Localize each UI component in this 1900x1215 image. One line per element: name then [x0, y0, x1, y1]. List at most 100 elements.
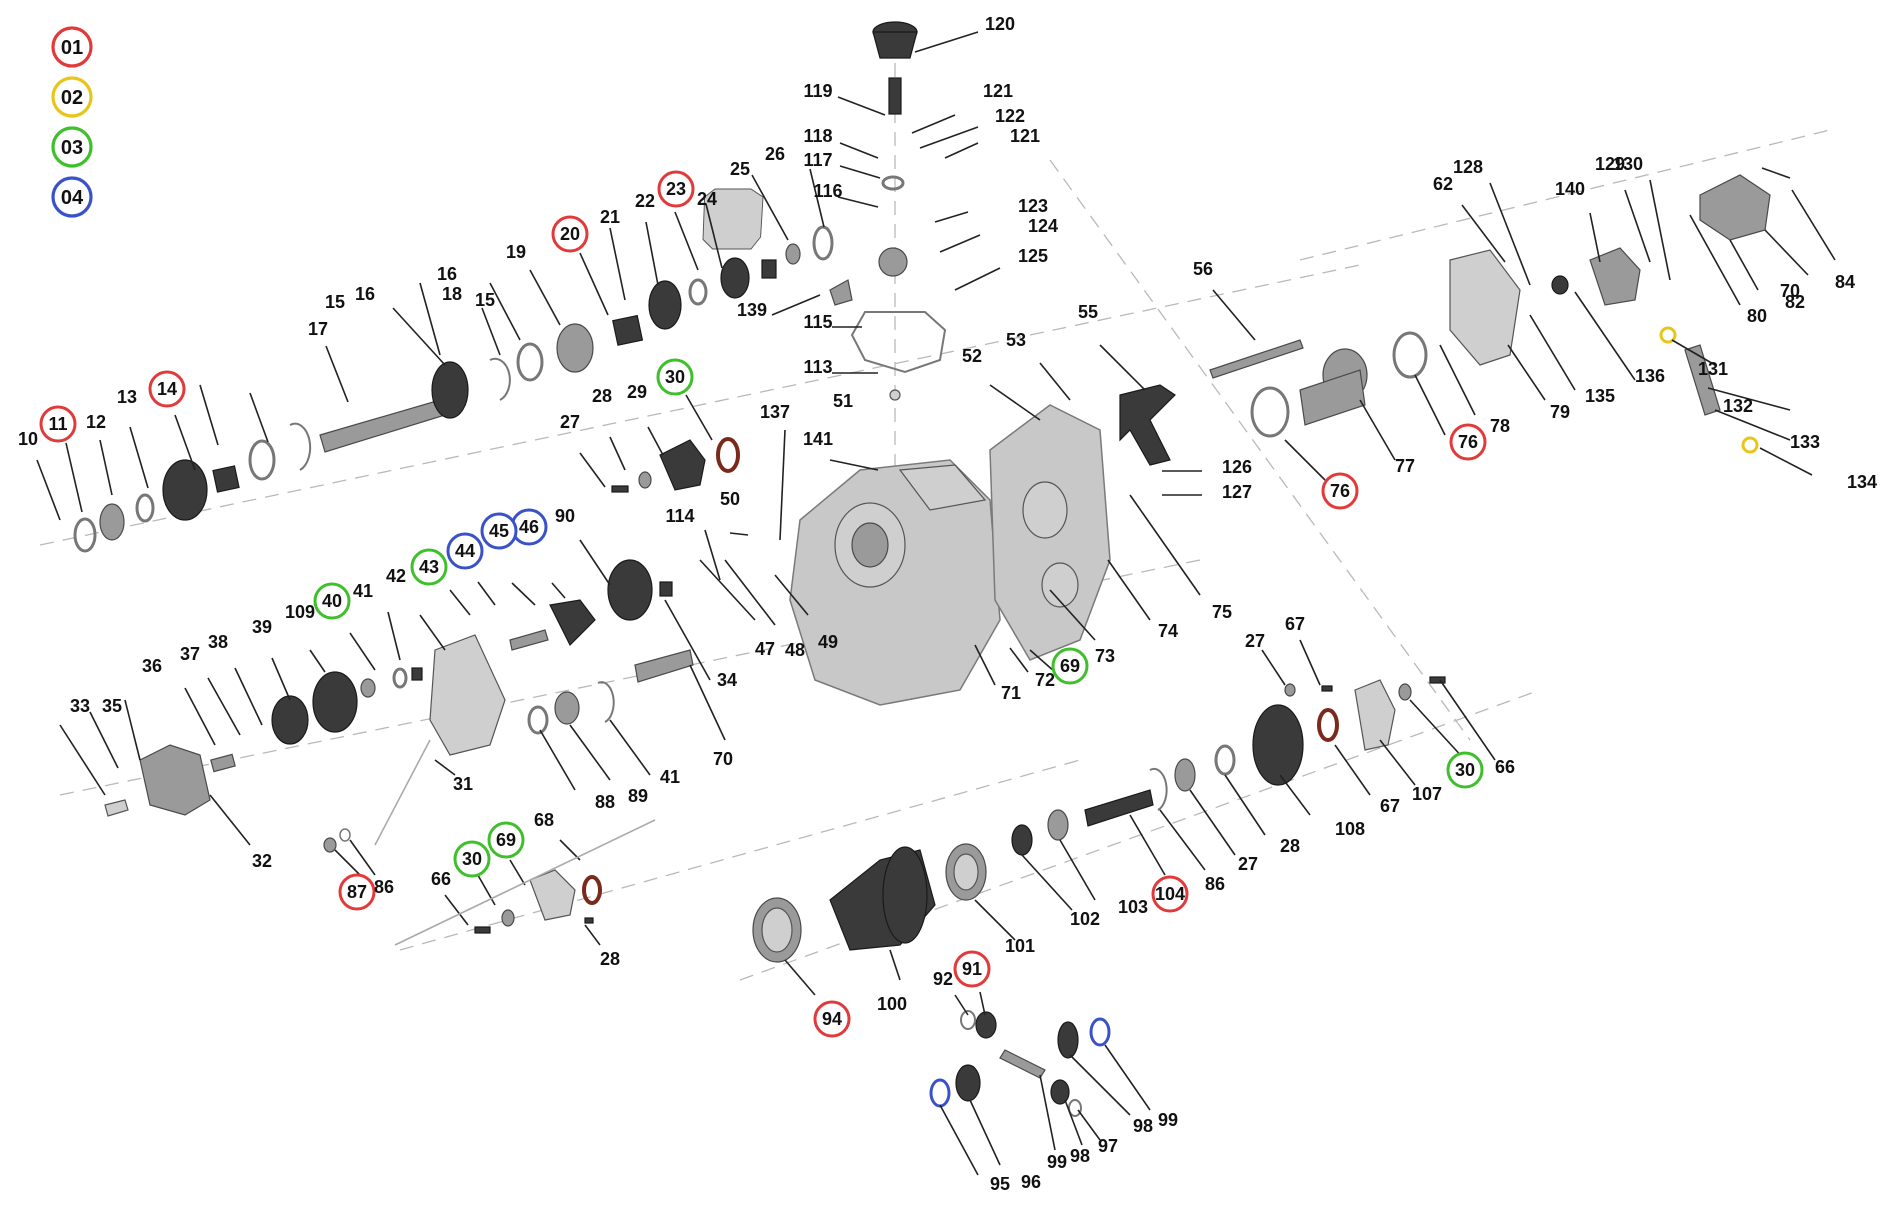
callout-124[interactable]: 124 [1028, 216, 1058, 236]
callout-27[interactable]: 27 [1245, 631, 1265, 651]
callout-135[interactable]: 135 [1585, 386, 1615, 406]
callout-19[interactable]: 19 [506, 242, 526, 262]
callout-107[interactable]: 107 [1412, 784, 1442, 804]
callout-42[interactable]: 42 [386, 566, 406, 586]
callout-123[interactable]: 123 [1018, 196, 1048, 216]
callout-102[interactable]: 102 [1070, 909, 1100, 929]
callout-88[interactable]: 88 [595, 792, 615, 812]
callout-134[interactable]: 134 [1847, 472, 1877, 492]
callout-37[interactable]: 37 [180, 644, 200, 664]
callout-139[interactable]: 139 [737, 300, 767, 320]
callout-55[interactable]: 55 [1078, 302, 1098, 322]
callout-76[interactable]: 76 [1458, 432, 1478, 452]
callout-90[interactable]: 90 [555, 506, 575, 526]
callout-82[interactable]: 82 [1785, 292, 1805, 312]
callout-140[interactable]: 140 [1555, 179, 1585, 199]
callout-87[interactable]: 87 [347, 882, 367, 902]
callout-35[interactable]: 35 [102, 696, 122, 716]
callout-74[interactable]: 74 [1158, 621, 1178, 641]
callout-15[interactable]: 15 [325, 292, 345, 312]
callout-69[interactable]: 69 [496, 830, 516, 850]
callout-18[interactable]: 18 [442, 284, 462, 304]
callout-32[interactable]: 32 [252, 851, 272, 871]
callout-75[interactable]: 75 [1212, 602, 1232, 622]
callout-73[interactable]: 73 [1095, 646, 1115, 666]
callout-67[interactable]: 67 [1380, 796, 1400, 816]
callout-10[interactable]: 10 [18, 429, 38, 449]
callout-101[interactable]: 101 [1005, 936, 1035, 956]
callout-16[interactable]: 16 [437, 264, 457, 284]
callout-43[interactable]: 43 [419, 557, 439, 577]
callout-69[interactable]: 69 [1060, 656, 1080, 676]
callout-122[interactable]: 122 [995, 106, 1025, 126]
callout-12[interactable]: 12 [86, 412, 106, 432]
callout-127[interactable]: 127 [1222, 482, 1252, 502]
callout-38[interactable]: 38 [208, 632, 228, 652]
callout-47[interactable]: 47 [755, 639, 775, 659]
callout-95[interactable]: 95 [990, 1174, 1010, 1194]
callout-96[interactable]: 96 [1021, 1172, 1041, 1192]
callout-72[interactable]: 72 [1035, 670, 1055, 690]
callout-131[interactable]: 131 [1698, 359, 1728, 379]
callout-56[interactable]: 56 [1193, 259, 1213, 279]
callout-66[interactable]: 66 [431, 869, 451, 889]
callout-51[interactable]: 51 [833, 391, 853, 411]
callout-17[interactable]: 17 [308, 319, 328, 339]
callout-44[interactable]: 44 [455, 541, 475, 561]
callout-89[interactable]: 89 [628, 786, 648, 806]
callout-79[interactable]: 79 [1550, 402, 1570, 422]
callout-62[interactable]: 62 [1433, 174, 1453, 194]
callout-29[interactable]: 29 [627, 382, 647, 402]
callout-121[interactable]: 121 [983, 81, 1013, 101]
callout-30[interactable]: 30 [665, 367, 685, 387]
callout-76[interactable]: 76 [1330, 481, 1350, 501]
callout-99[interactable]: 99 [1158, 1110, 1178, 1130]
callout-118[interactable]: 118 [803, 126, 832, 146]
callout-91[interactable]: 91 [962, 959, 982, 979]
callout-67[interactable]: 67 [1285, 614, 1305, 634]
callout-113[interactable]: 113 [803, 357, 832, 377]
callout-24[interactable]: 24 [697, 189, 717, 209]
callout-121[interactable]: 121 [1010, 126, 1040, 146]
callout-116[interactable]: 116 [813, 181, 842, 201]
callout-34[interactable]: 34 [717, 670, 737, 690]
callout-98[interactable]: 98 [1133, 1116, 1153, 1136]
callout-133[interactable]: 133 [1790, 432, 1820, 452]
callout-141[interactable]: 141 [803, 429, 833, 449]
callout-84[interactable]: 84 [1835, 272, 1855, 292]
callout-13[interactable]: 13 [117, 387, 137, 407]
callout-28[interactable]: 28 [600, 949, 620, 969]
callout-77[interactable]: 77 [1395, 456, 1415, 476]
callout-103[interactable]: 103 [1118, 897, 1148, 917]
callout-21[interactable]: 21 [600, 207, 620, 227]
callout-100[interactable]: 100 [877, 994, 907, 1014]
callout-114[interactable]: 114 [665, 506, 694, 526]
callout-15[interactable]: 15 [475, 290, 495, 310]
callout-49[interactable]: 49 [818, 632, 838, 652]
callout-36[interactable]: 36 [142, 656, 162, 676]
callout-86[interactable]: 86 [1205, 874, 1225, 894]
callout-39[interactable]: 39 [252, 617, 272, 637]
callout-120[interactable]: 120 [985, 14, 1015, 34]
callout-14[interactable]: 14 [157, 379, 177, 399]
callout-128[interactable]: 128 [1453, 157, 1483, 177]
callout-97[interactable]: 97 [1098, 1136, 1118, 1156]
callout-70[interactable]: 70 [713, 749, 733, 769]
callout-41[interactable]: 41 [660, 767, 680, 787]
callout-129[interactable]: 129 [1595, 154, 1625, 174]
callout-109[interactable]: 109 [285, 602, 315, 622]
callout-30[interactable]: 30 [1455, 760, 1475, 780]
callout-20[interactable]: 20 [560, 224, 580, 244]
callout-41[interactable]: 41 [353, 581, 373, 601]
callout-27[interactable]: 27 [1238, 854, 1258, 874]
callout-70[interactable]: 70 [1780, 281, 1800, 301]
callout-16[interactable]: 16 [355, 284, 375, 304]
callout-125[interactable]: 125 [1018, 246, 1048, 266]
callout-80[interactable]: 80 [1747, 306, 1767, 326]
callout-48[interactable]: 48 [785, 640, 805, 660]
callout-98[interactable]: 98 [1070, 1146, 1090, 1166]
callout-126[interactable]: 126 [1222, 457, 1252, 477]
callout-71[interactable]: 71 [1001, 683, 1021, 703]
callout-53[interactable]: 53 [1006, 330, 1026, 350]
callout-137[interactable]: 137 [760, 402, 790, 422]
